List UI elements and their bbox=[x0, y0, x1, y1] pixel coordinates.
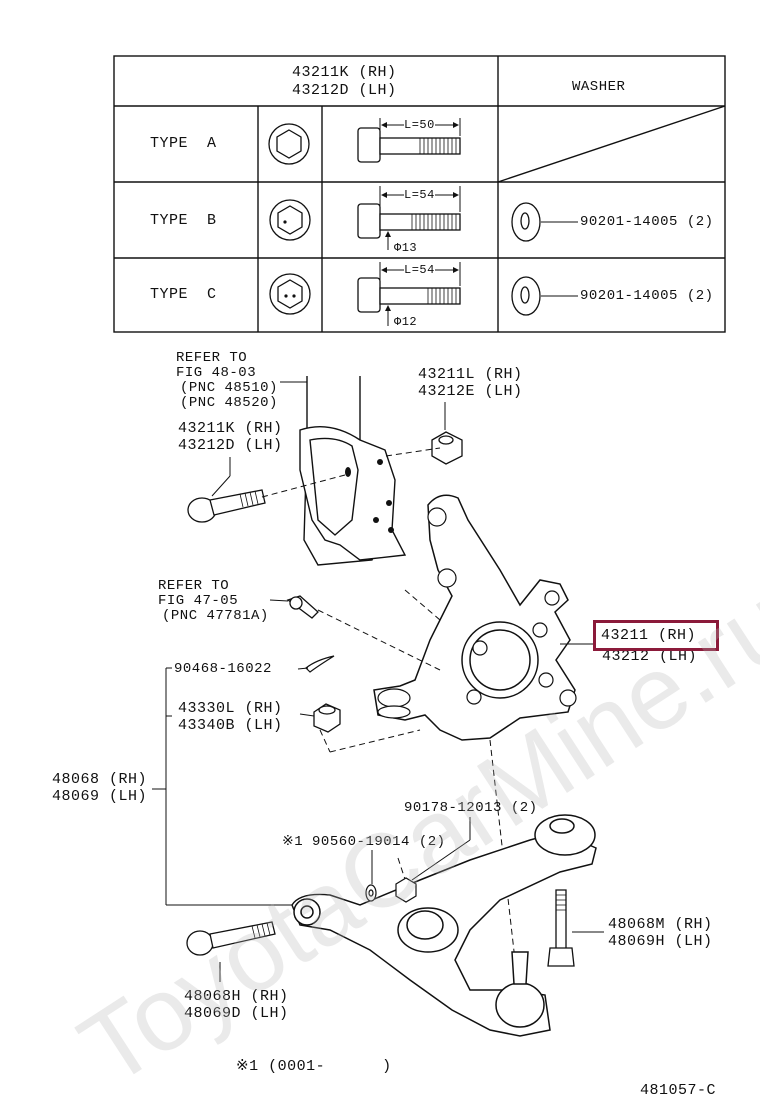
diameter-b: Φ13 bbox=[394, 241, 418, 255]
steering-knuckle bbox=[373, 494, 576, 741]
diameter-c: Φ12 bbox=[394, 315, 418, 329]
nut-upper-lh: 43212E (LH) bbox=[418, 383, 523, 400]
front-bolt bbox=[186, 921, 276, 956]
bolt-upper-lh: 43212D (LH) bbox=[178, 437, 283, 454]
header-part-rh: 43211K (RH) bbox=[292, 64, 397, 81]
bolt-rear-rh: 48068M (RH) bbox=[608, 916, 713, 933]
refer-fig47-line3: (PNC 47781A) bbox=[162, 608, 269, 624]
knuckle-highlight-box[interactable] bbox=[593, 620, 719, 651]
length-b: L=54 bbox=[404, 187, 435, 204]
length-a: L=50 bbox=[404, 117, 435, 134]
refer-fig48-line3: (PNC 48510) bbox=[180, 380, 278, 396]
bolt-front-lh: 48069D (LH) bbox=[184, 1005, 289, 1022]
length-c: L=54 bbox=[404, 262, 435, 279]
header-part-lh: 43212D (LH) bbox=[292, 82, 397, 99]
washer-lower-label: ※1 90560-19014 (2) bbox=[282, 834, 446, 850]
castle-nut-rh: 43330L (RH) bbox=[178, 700, 283, 717]
washer-icon bbox=[511, 202, 541, 316]
castle-nut bbox=[313, 703, 341, 733]
bolt-rear-lh: 48069H (LH) bbox=[608, 933, 713, 950]
lower-nut bbox=[395, 877, 417, 903]
knuckle-rh: 43211 (RH) bbox=[601, 627, 697, 644]
refer-fig47-line2: FIG 47-05 bbox=[158, 593, 239, 609]
knuckle-lh: 43212 (LH) bbox=[602, 648, 698, 665]
washer-b: 90201-14005 (2) bbox=[580, 214, 714, 230]
nut-lower-label: 90178-12013 (2) bbox=[404, 800, 538, 816]
row-type-c: TYPE C bbox=[150, 286, 217, 303]
cotter-pin bbox=[305, 655, 335, 673]
refer-fig48-line1: REFER TO bbox=[176, 350, 248, 366]
bolt-front-rh: 48068H (RH) bbox=[184, 988, 289, 1005]
sensor-bolt bbox=[286, 595, 319, 619]
upper-bolt bbox=[187, 489, 266, 523]
washer-c: 90201-14005 (2) bbox=[580, 288, 714, 304]
row-type-b: TYPE B bbox=[150, 212, 217, 229]
cotter-pin-label: 90468-16022 bbox=[174, 661, 272, 677]
rear-bolt bbox=[547, 889, 575, 967]
refer-fig48-line4: (PNC 48520) bbox=[180, 395, 278, 411]
figure-code: 481057-C bbox=[640, 1082, 717, 1099]
bolt-upper-rh: 43211K (RH) bbox=[178, 420, 283, 437]
hex-head-icon bbox=[268, 123, 311, 315]
upper-nut bbox=[431, 431, 463, 465]
arm-assy-rh: 48068 (RH) bbox=[52, 771, 148, 788]
arm-assy-lh: 48069 (LH) bbox=[52, 788, 148, 805]
refer-fig47-line1: REFER TO bbox=[158, 578, 230, 594]
nut-upper-rh: 43211L (RH) bbox=[418, 366, 523, 383]
castle-nut-lh: 43340B (LH) bbox=[178, 717, 283, 734]
header-washer: WASHER bbox=[572, 79, 626, 95]
lower-arm bbox=[291, 814, 597, 1037]
footnote: ※1 (0001- ) bbox=[236, 1058, 392, 1075]
refer-fig48-line2: FIG 48-03 bbox=[176, 365, 257, 381]
row-type-a: TYPE A bbox=[150, 135, 217, 152]
strut-bracket bbox=[299, 376, 407, 566]
